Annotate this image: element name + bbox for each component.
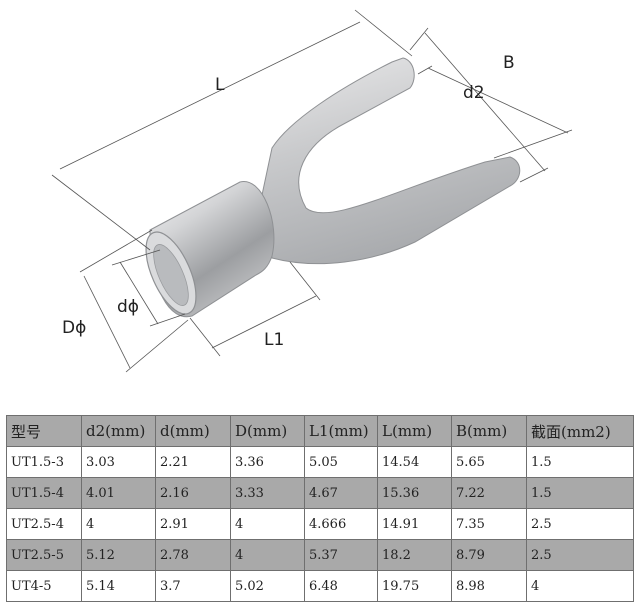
cell-cross-section: 4: [526, 570, 634, 602]
cell-L: 18.2: [377, 539, 452, 571]
header-cross-section: 截面(mm2): [526, 415, 634, 447]
spec-table: 型号 d2(mm) d(mm) D(mm) L1(mm) L(mm) B(mm)…: [6, 415, 634, 602]
cell-D: 3.36: [230, 446, 305, 478]
cell-d2: 3.03: [81, 446, 156, 478]
cell-d: 3.7: [155, 570, 231, 602]
cell-cross-section: 1.5: [526, 477, 634, 509]
header-L: L(mm): [377, 415, 452, 447]
cell-d: 2.16: [155, 477, 231, 509]
label-L1: L1: [264, 330, 284, 350]
cell-B: 7.35: [451, 508, 527, 540]
label-B: B: [503, 53, 515, 73]
cell-D: 3.33: [230, 477, 305, 509]
dimension-L: [51, 9, 413, 251]
spade-terminal-diagram: L B d2 dϕ Dϕ L1: [51, 9, 573, 373]
label-d2: d2: [463, 83, 485, 103]
cell-model: UT2.5-4: [6, 508, 82, 540]
cell-L1: 6.48: [304, 570, 378, 602]
cell-d2: 5.14: [81, 570, 156, 602]
cell-B: 8.79: [451, 539, 527, 571]
table-row: UT2.5-5 5.12 2.78 4 5.37 18.2 8.79 2.5: [6, 539, 634, 571]
cell-D: 4: [230, 508, 305, 540]
cell-model: UT2.5-5: [6, 539, 82, 571]
cell-L: 15.36: [377, 477, 452, 509]
cell-L1: 5.05: [304, 446, 378, 478]
label-L: L: [215, 75, 225, 95]
cell-model: UT1.5-3: [6, 446, 82, 478]
header-B: B(mm): [451, 415, 527, 447]
dimension-L1: [189, 261, 321, 357]
cell-L: 14.91: [377, 508, 452, 540]
cell-D: 4: [230, 539, 305, 571]
cell-model: UT4-5: [6, 570, 82, 602]
dimension-d2: [417, 65, 573, 159]
cell-L1: 5.37: [304, 539, 378, 571]
barrel-inner: [153, 244, 189, 306]
table-row: UT4-5 5.14 3.7 5.02 6.48 19.75 8.98 4: [6, 570, 634, 602]
cell-d: 2.91: [155, 508, 231, 540]
cell-L1: 4.666: [304, 508, 378, 540]
cell-L: 14.54: [377, 446, 452, 478]
label-d: dϕ: [117, 297, 139, 317]
cell-model: UT1.5-4: [6, 477, 82, 509]
label-D: Dϕ: [62, 318, 86, 338]
header-d2: d2(mm): [81, 415, 156, 447]
cell-cross-section: 2.5: [526, 539, 634, 571]
cell-cross-section: 1.5: [526, 446, 634, 478]
cell-L: 19.75: [377, 570, 452, 602]
cell-B: 8.98: [451, 570, 527, 602]
table-row: UT1.5-4 4.01 2.16 3.33 4.67 15.36 7.22 1…: [6, 477, 634, 509]
cell-d2: 4: [81, 508, 156, 540]
dimension-D: [79, 229, 189, 373]
cell-cross-section: 2.5: [526, 508, 634, 540]
cell-d: 2.21: [155, 446, 231, 478]
cell-D: 5.02: [230, 570, 305, 602]
header-d: d(mm): [155, 415, 231, 447]
terminal-fork: [261, 57, 521, 265]
header-model: 型号: [6, 415, 82, 447]
cell-d2: 4.01: [81, 477, 156, 509]
cell-d2: 5.12: [81, 539, 156, 571]
cell-L1: 4.67: [304, 477, 378, 509]
cell-d: 2.78: [155, 539, 231, 571]
table-row: UT2.5-4 4 2.91 4 4.666 14.91 7.35 2.5: [6, 508, 634, 540]
table-row: UT1.5-3 3.03 2.21 3.36 5.05 14.54 5.65 1…: [6, 446, 634, 478]
cell-B: 7.22: [451, 477, 527, 509]
dimension-B: [409, 27, 549, 183]
cell-B: 5.65: [451, 446, 527, 478]
header-L1: L1(mm): [304, 415, 378, 447]
table-header-row: 型号 d2(mm) d(mm) D(mm) L1(mm) L(mm) B(mm)…: [6, 415, 634, 447]
header-D: D(mm): [230, 415, 305, 447]
dimension-d: [111, 249, 186, 327]
